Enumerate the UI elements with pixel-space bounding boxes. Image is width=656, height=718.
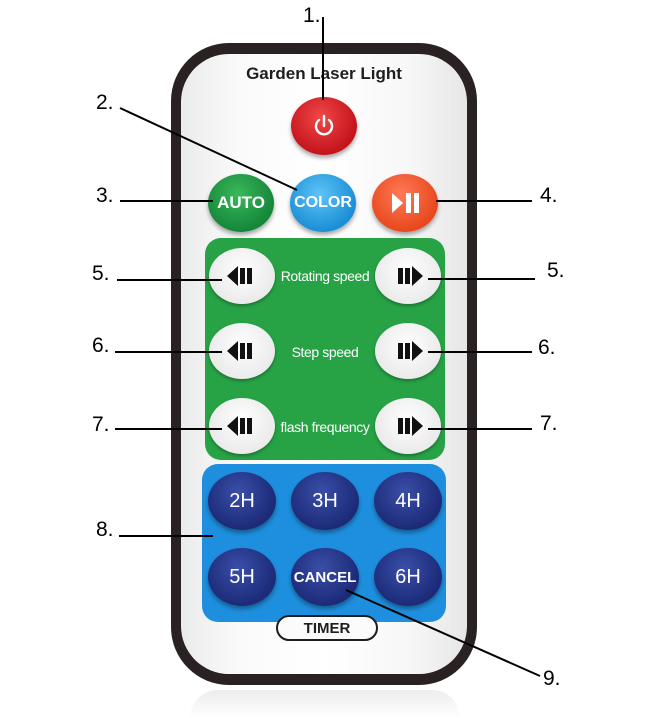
callout-number-6-left: 6.: [92, 334, 110, 357]
timer-2h-label: 2H: [229, 489, 255, 512]
rotating-speed-decrease-button[interactable]: [209, 248, 275, 304]
arrow-left-icon: [227, 341, 252, 361]
rotating-speed-increase-button[interactable]: [375, 248, 441, 304]
remote-reflection: [190, 690, 460, 718]
arrow-right-icon: [398, 341, 423, 361]
timer-label: TIMER: [276, 615, 378, 641]
callout-number-9: 9.: [543, 667, 561, 690]
timer-4h-label: 4H: [395, 489, 421, 512]
step-speed-decrease-button[interactable]: [209, 323, 275, 379]
auto-button[interactable]: AUTO: [208, 174, 274, 232]
play-pause-button[interactable]: [372, 174, 438, 232]
callout-number-3: 3.: [96, 184, 114, 207]
flash-frequency-decrease-button[interactable]: [209, 398, 275, 454]
callout-number-8: 8.: [96, 518, 114, 541]
callout-number-7-left: 7.: [92, 413, 110, 436]
timer-5h-label: 5H: [229, 565, 255, 588]
arrow-left-icon: [227, 416, 252, 436]
callout-number-5-right: 5.: [547, 259, 565, 282]
power-icon: [314, 114, 334, 136]
callout-number-6-right: 6.: [538, 336, 556, 359]
timer-2h-button[interactable]: 2H: [208, 472, 276, 530]
callout-number-7-right: 7.: [540, 412, 558, 435]
timer-5h-button[interactable]: 5H: [208, 548, 276, 606]
flash-frequency-label: flash frequency: [280, 419, 370, 435]
color-button[interactable]: COLOR: [290, 174, 356, 232]
callout-number-1: 1.: [303, 4, 321, 27]
flash-frequency-increase-button[interactable]: [375, 398, 441, 454]
play-pause-icon: [392, 193, 419, 213]
callout-number-5-left: 5.: [92, 262, 110, 285]
timer-cancel-label: CANCEL: [293, 568, 357, 586]
callout-number-4: 4.: [540, 184, 558, 207]
step-speed-label: Step speed: [291, 344, 359, 360]
timer-6h-button[interactable]: 6H: [374, 548, 442, 606]
power-button[interactable]: [291, 97, 357, 155]
arrow-right-icon: [398, 416, 423, 436]
callout-number-2: 2.: [96, 91, 114, 114]
auto-label: AUTO: [217, 193, 265, 212]
arrow-left-icon: [227, 266, 252, 286]
timer-3h-button[interactable]: 3H: [291, 472, 359, 530]
timer-3h-label: 3H: [312, 489, 338, 512]
timer-label-text: TIMER: [303, 619, 351, 637]
color-label: COLOR: [294, 194, 352, 211]
callout-line-2: [119, 107, 298, 191]
arrow-right-icon: [398, 266, 423, 286]
callout-line-9: [345, 589, 541, 677]
timer-6h-label: 6H: [395, 565, 421, 588]
rotating-speed-label: Rotating speed: [280, 268, 370, 284]
timer-4h-button[interactable]: 4H: [374, 472, 442, 530]
timer-cancel-button[interactable]: CANCEL: [291, 548, 359, 606]
